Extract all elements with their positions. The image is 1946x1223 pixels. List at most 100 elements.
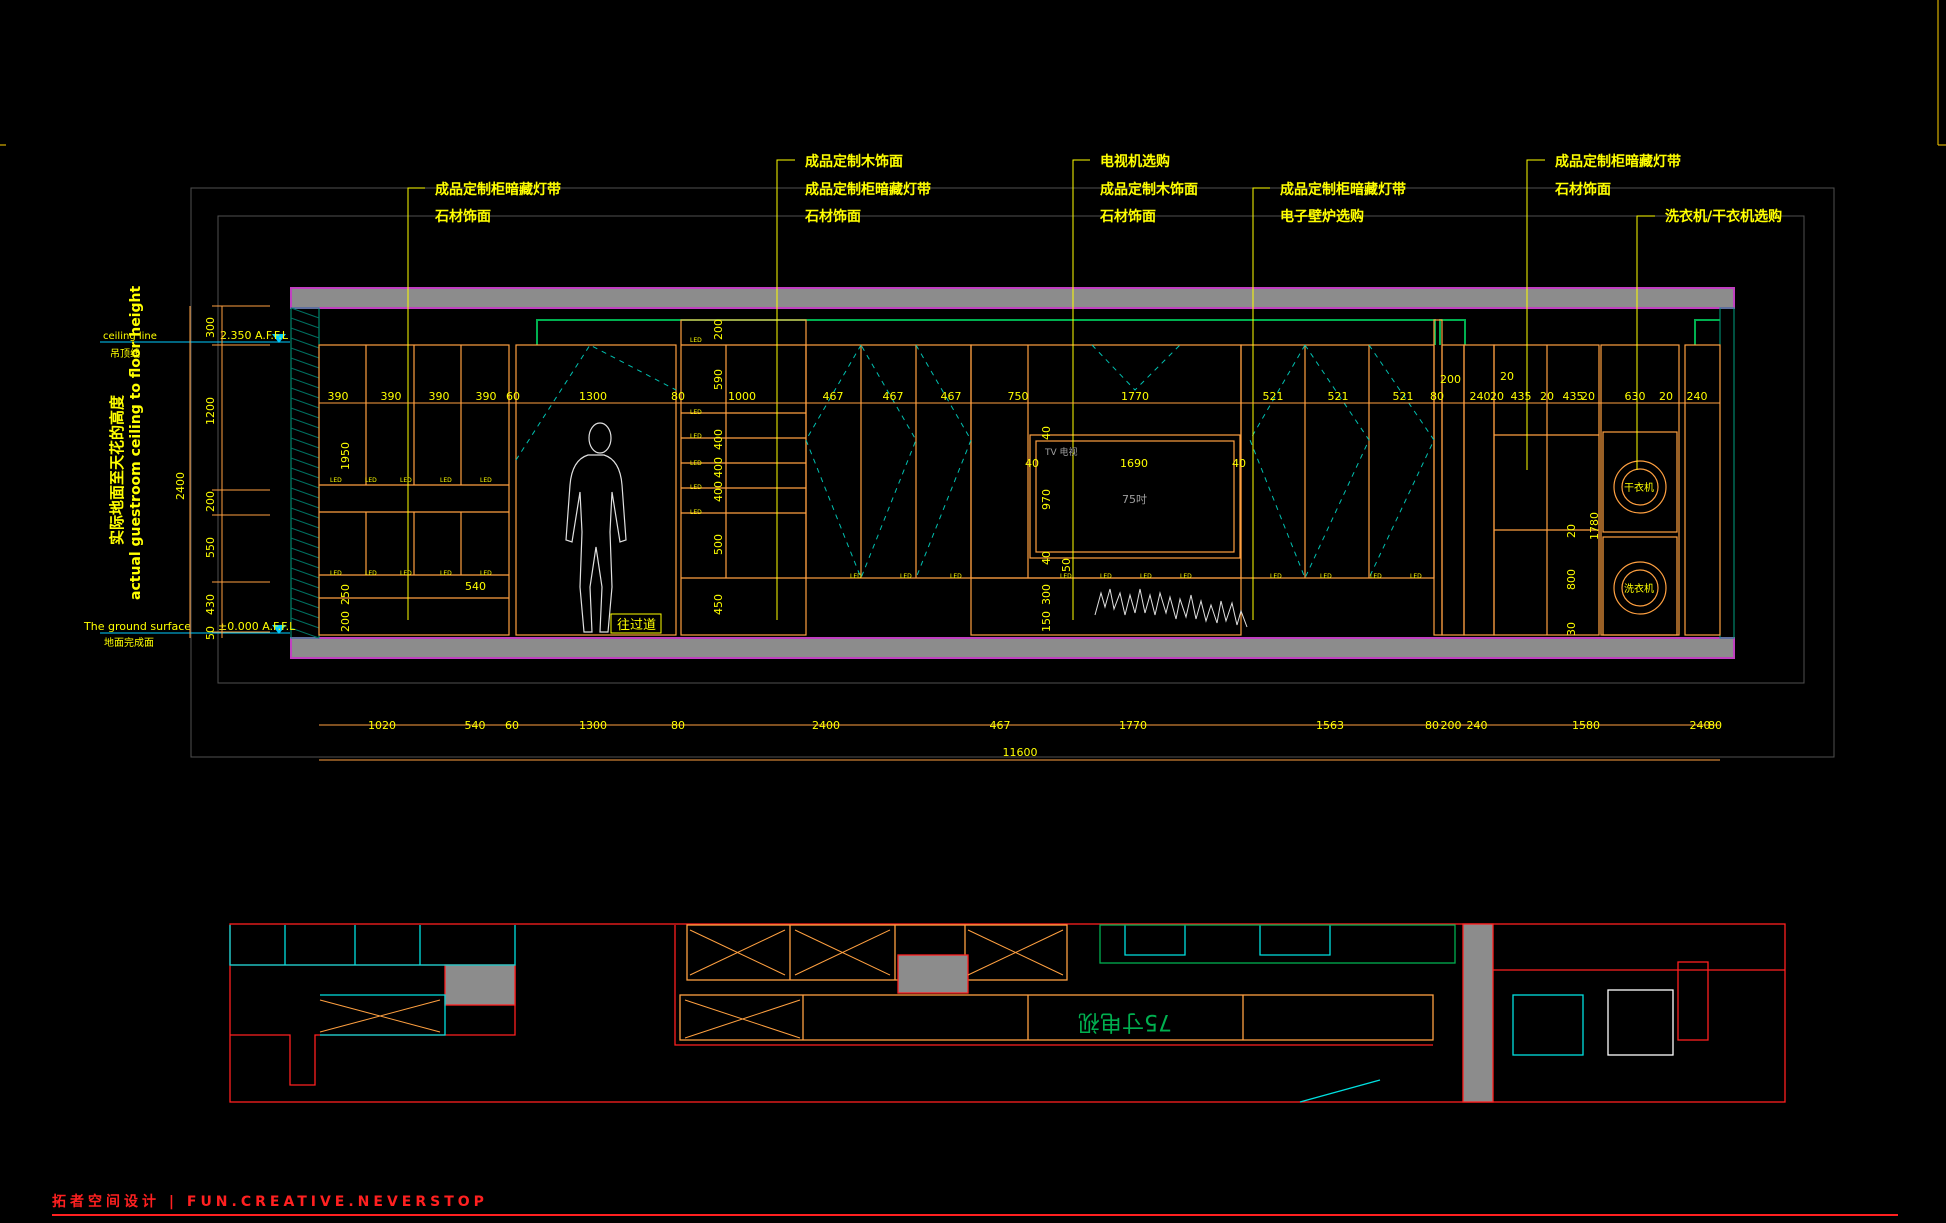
wall-hatch-line xyxy=(290,407,320,419)
led-marker-6: LED xyxy=(365,570,377,577)
led-marker-9: LED xyxy=(480,570,492,577)
wall-hatch-line xyxy=(290,597,320,609)
top-dim-8: 467 xyxy=(823,390,844,403)
shelf-dim-2: 400 xyxy=(712,429,725,450)
left-dim-3: 550 xyxy=(204,537,217,558)
callout-c4-line1: 成品定制柜暗藏灯带 xyxy=(1280,181,1406,198)
tv-dim-8: 40 xyxy=(1040,551,1053,565)
bottom-dim-10: 200 xyxy=(1441,719,1462,732)
led-marker-4: LED xyxy=(480,477,492,484)
right-dim-2: 1780 xyxy=(1588,512,1601,540)
floor-slab xyxy=(290,637,1735,659)
left-cab-dim-2: 200 xyxy=(339,611,352,632)
top-dim-4: 60 xyxy=(506,390,520,403)
tv-size-label: 75吋 xyxy=(1122,493,1147,506)
footer-line xyxy=(52,1214,1898,1216)
led-marker-10: LED xyxy=(690,337,702,344)
top-dim-20: 20 xyxy=(1540,390,1554,403)
top-dim-1: 390 xyxy=(381,390,402,403)
left-cab-dim-3: 540 xyxy=(465,580,486,593)
led-marker-24: LED xyxy=(1320,573,1332,580)
top-dim-0: 390 xyxy=(328,390,349,403)
tv-dim-4: 50 xyxy=(1060,558,1073,572)
led-markers: LED LED LED LED LED LED LED LED LED LED LED LED LED L… xyxy=(330,337,1422,580)
bottom-dim-5: 2400 xyxy=(812,719,840,732)
callout-c5-line1: 成品定制柜暗藏灯带 xyxy=(1555,153,1681,170)
washer-label: 洗衣机 xyxy=(1624,582,1654,595)
wall-hatch-line xyxy=(290,337,320,349)
wall-hatch-line xyxy=(290,497,320,509)
wall-hatch-line xyxy=(290,507,320,519)
shelf-dim-6: 450 xyxy=(712,594,725,615)
bottom-dim-12: 1580 xyxy=(1572,719,1600,732)
wall-hatch-line xyxy=(290,327,320,339)
washer-dryer xyxy=(1602,431,1678,636)
left-cab-dim-1: 250 xyxy=(339,584,352,605)
top-dim-14: 521 xyxy=(1328,390,1349,403)
shelf-dim-1: 590 xyxy=(712,369,725,390)
wall-hatch-line xyxy=(290,307,320,319)
top-dim-9: 467 xyxy=(883,390,904,403)
shelf-dim-5: 500 xyxy=(712,534,725,555)
led-marker-7: LED xyxy=(400,570,412,577)
led-marker-21: LED xyxy=(1140,573,1152,580)
wall-hatch-line xyxy=(290,527,320,539)
wall-hatch-line xyxy=(290,607,320,619)
wall-hatch-line xyxy=(290,457,320,469)
bottom-dim-9: 80 xyxy=(1425,719,1439,732)
tv-label: TV 电视 xyxy=(1044,446,1078,458)
led-marker-13: LED xyxy=(690,460,702,467)
top-dim-13: 521 xyxy=(1263,390,1284,403)
ground-label-en: The ground surface xyxy=(83,620,191,633)
left-vertical-dims xyxy=(189,305,270,638)
tv-dim-7: 40 xyxy=(1040,426,1053,440)
wall-hatch-line xyxy=(290,397,320,409)
led-marker-23: LED xyxy=(1270,573,1282,580)
top-dim-21: 435 xyxy=(1563,390,1584,403)
led-marker-14: LED xyxy=(690,484,702,491)
led-marker-0: LED xyxy=(330,477,342,484)
left-dim-4: 430 xyxy=(204,594,217,615)
right-wall-hatch xyxy=(1719,307,1735,639)
led-marker-3: LED xyxy=(440,477,452,484)
wall-hatch-line xyxy=(290,347,320,359)
plan-tv-label: 75寸电视 xyxy=(1078,1009,1172,1034)
bottom-dim-1: 540 xyxy=(465,719,486,732)
top-dim-25: 240 xyxy=(1687,390,1708,403)
led-marker-26: LED xyxy=(1410,573,1422,580)
left-cab-dim-0: 1950 xyxy=(339,442,352,470)
top-dim-11: 750 xyxy=(1008,390,1029,403)
callout-c3-line3: 石材饰面 xyxy=(1099,208,1156,225)
wall-hatch-line xyxy=(290,477,320,489)
callout-c4-line2: 电子壁炉选购 xyxy=(1280,208,1364,225)
callout-c2-line3: 石材饰面 xyxy=(804,208,861,225)
led-marker-8: LED xyxy=(440,570,452,577)
tv-dim-2: 40 xyxy=(1232,457,1246,470)
callout-c2-line2: 成品定制柜暗藏灯带 xyxy=(805,181,931,198)
tv-dim-5: 300 xyxy=(1040,584,1053,605)
slabs xyxy=(290,287,1735,659)
tv-dim-3: 970 xyxy=(1040,489,1053,510)
led-marker-17: LED xyxy=(900,573,912,580)
wall-hatch-line xyxy=(290,377,320,389)
vertical-en: actual guestroom ceiling to floor height xyxy=(128,285,144,600)
top-dim-10: 467 xyxy=(941,390,962,403)
bottom-dim-8: 1563 xyxy=(1316,719,1344,732)
led-marker-1: LED xyxy=(365,477,377,484)
ceiling-label-cn: 吊顶线 xyxy=(110,347,140,360)
wall-hatch-line xyxy=(290,567,320,579)
callout-leaders xyxy=(407,159,1655,620)
plan-details xyxy=(319,929,1064,1039)
callout-c2-line1: 成品定制木饰面 xyxy=(805,153,903,170)
drawing-frames xyxy=(0,0,1946,758)
right-dim-4: 20 xyxy=(1565,524,1578,538)
vertical-cn: 实际地面至天花的高度 xyxy=(108,394,126,545)
callout-c1-line2: 石材饰面 xyxy=(434,208,491,225)
ceiling-slab xyxy=(290,287,1735,309)
shelf-dim-4: 400 xyxy=(712,481,725,502)
top-dim-22: 20 xyxy=(1581,390,1595,403)
footer-brand: 拓者空间设计 | FUN.CREATIVE.NEVERSTOP xyxy=(52,1191,488,1211)
